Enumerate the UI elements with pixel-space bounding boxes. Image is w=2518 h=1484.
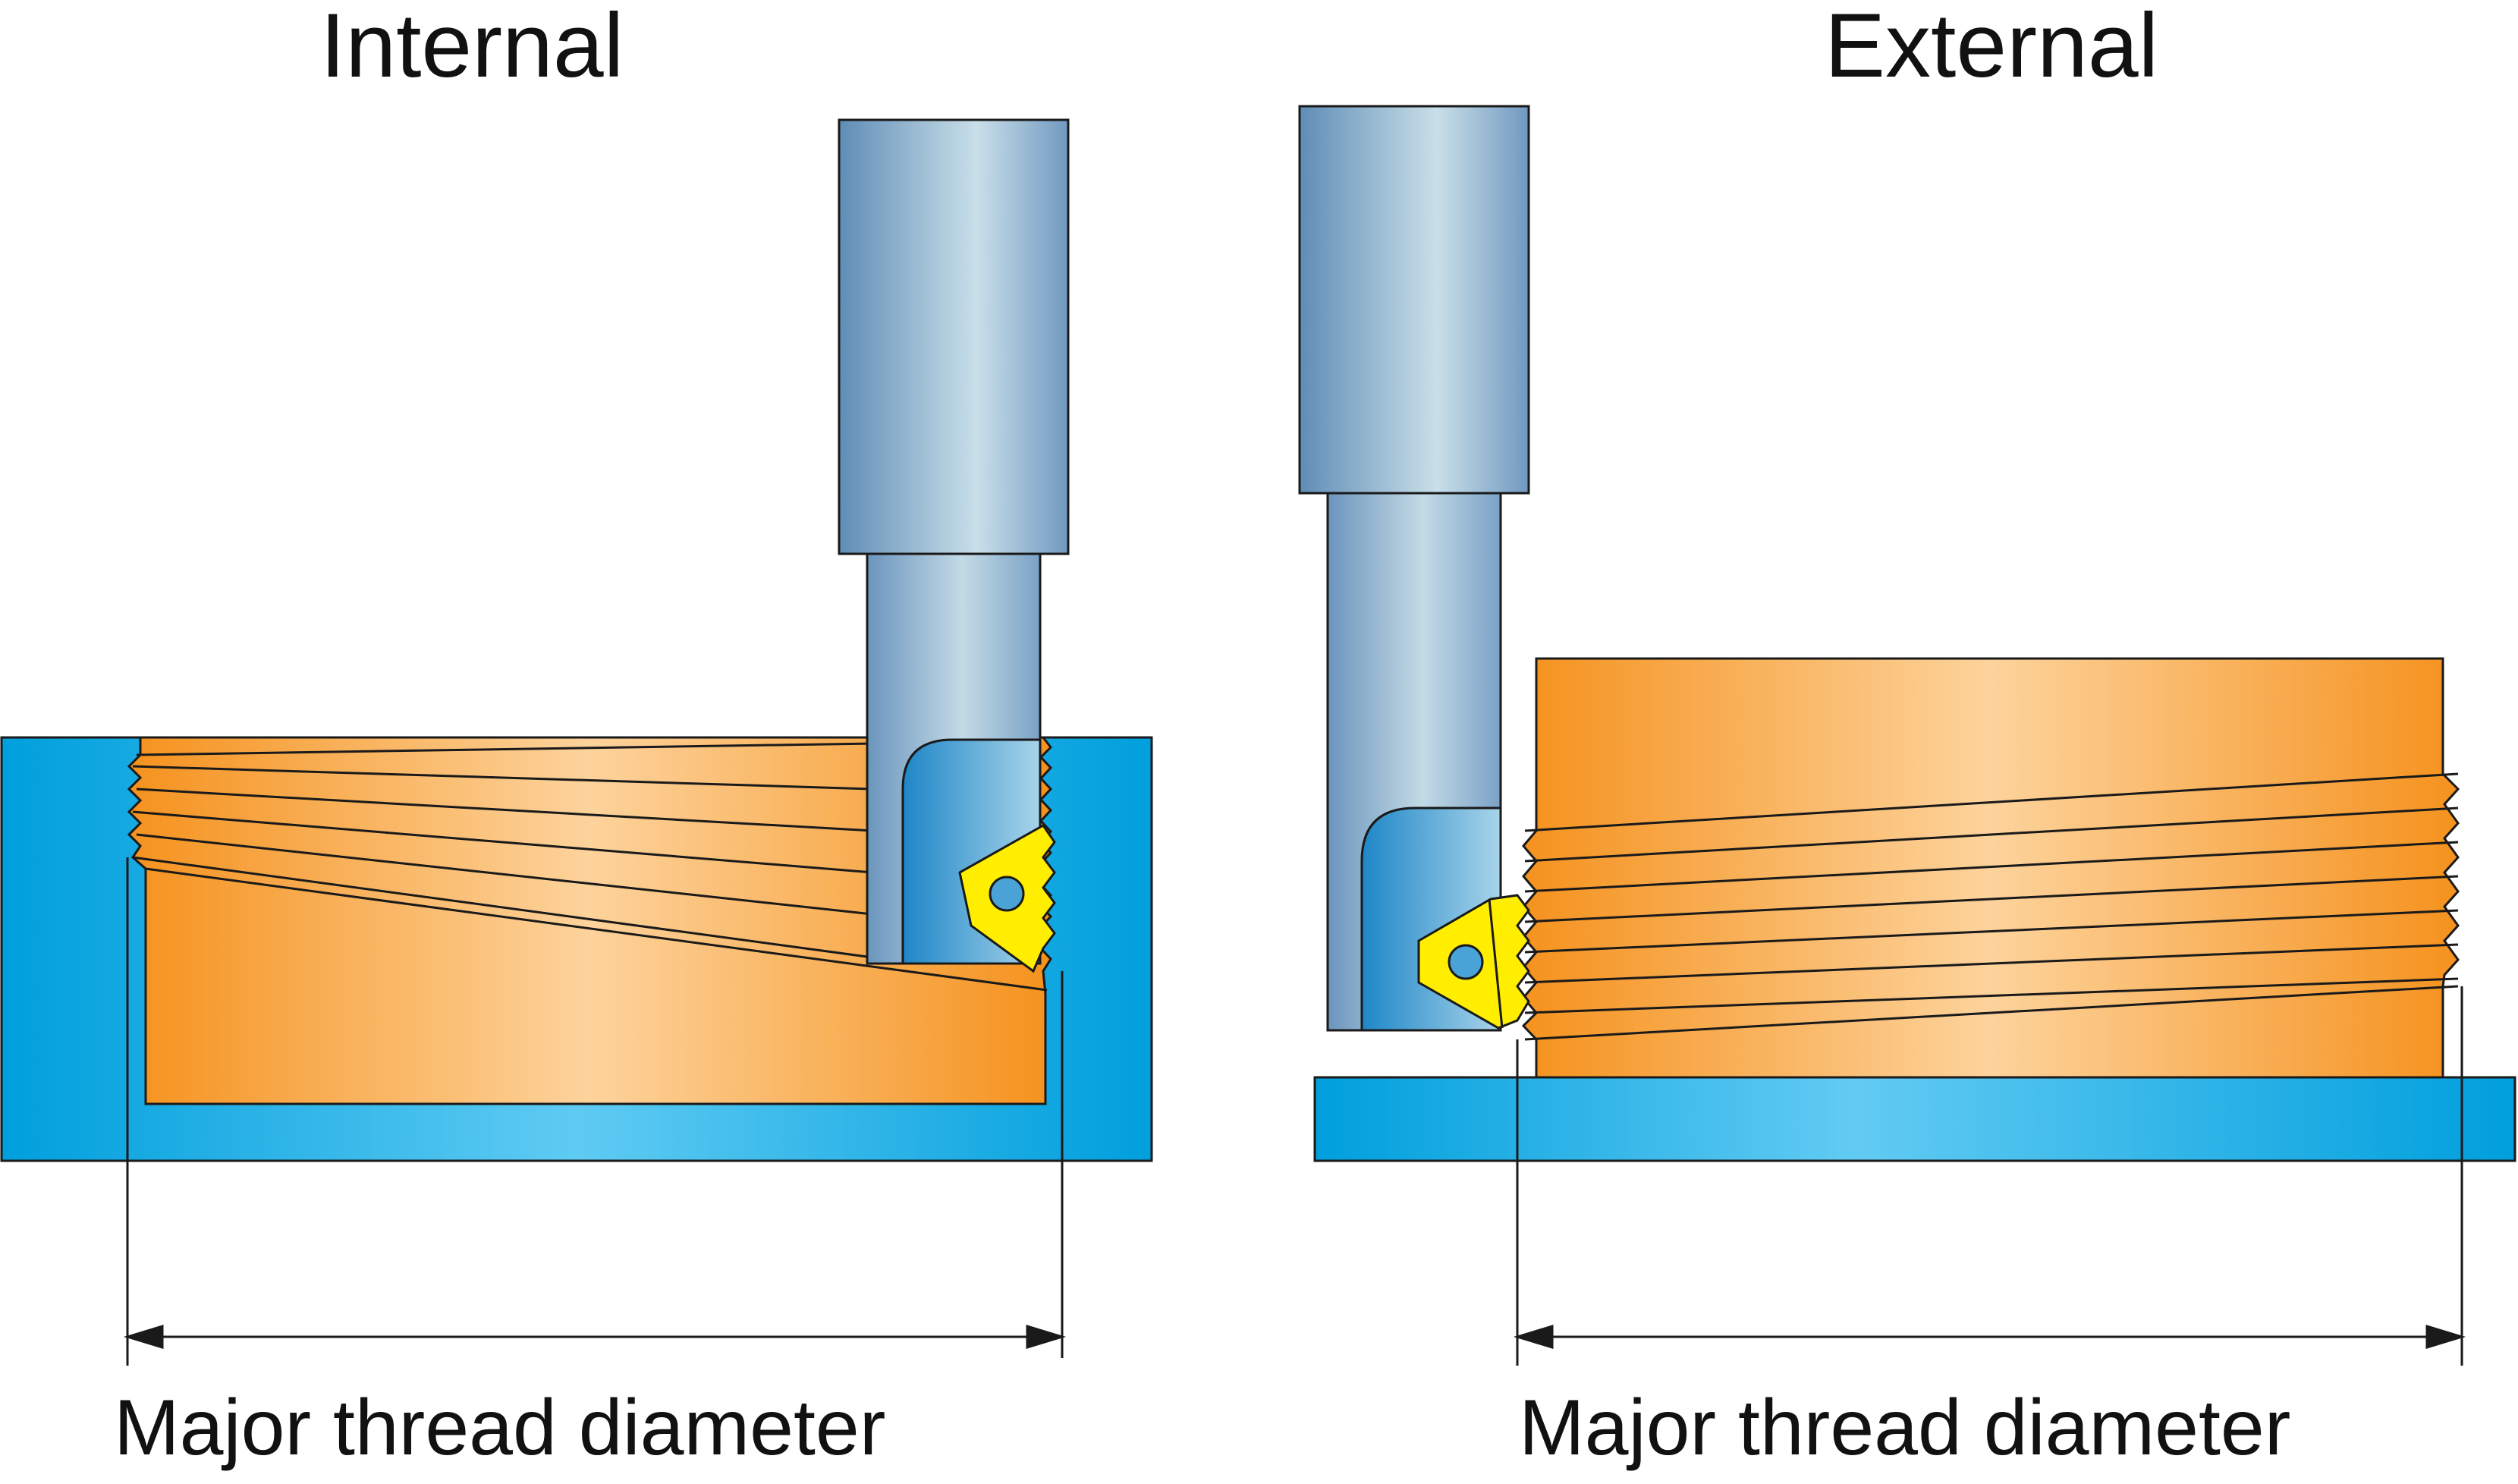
internal-threading-illustration [0, 118, 1153, 1366]
triangular-thread-insert-icon [1417, 894, 1530, 1030]
double-headed-arrow-icon [1513, 1324, 1554, 1350]
external-helix-lines [1524, 772, 2459, 1041]
external-threading-illustration [1298, 105, 2516, 1366]
double-headed-arrow-icon [123, 1324, 164, 1350]
external-dimension-label: Major thread diameter [1519, 1384, 2291, 1472]
internal-threading-panel: Internal Major thread diameter [0, 0, 1153, 1472]
external-title: External [1825, 0, 2159, 96]
triangular-thread-insert-icon [958, 824, 1056, 973]
internal-dimension-label: Major thread diameter [114, 1384, 886, 1472]
internal-title: Internal [320, 0, 624, 96]
internal-dimension [123, 857, 1067, 1366]
external-threading-panel: External Major thread diameter [1259, 0, 2518, 1484]
internal-tool-shank [838, 118, 1070, 555]
external-tool-shank [1298, 105, 1530, 495]
external-dimension [1513, 986, 2466, 1366]
internal-helix-lines [132, 742, 1048, 992]
external-base-plate [1313, 1076, 2516, 1162]
